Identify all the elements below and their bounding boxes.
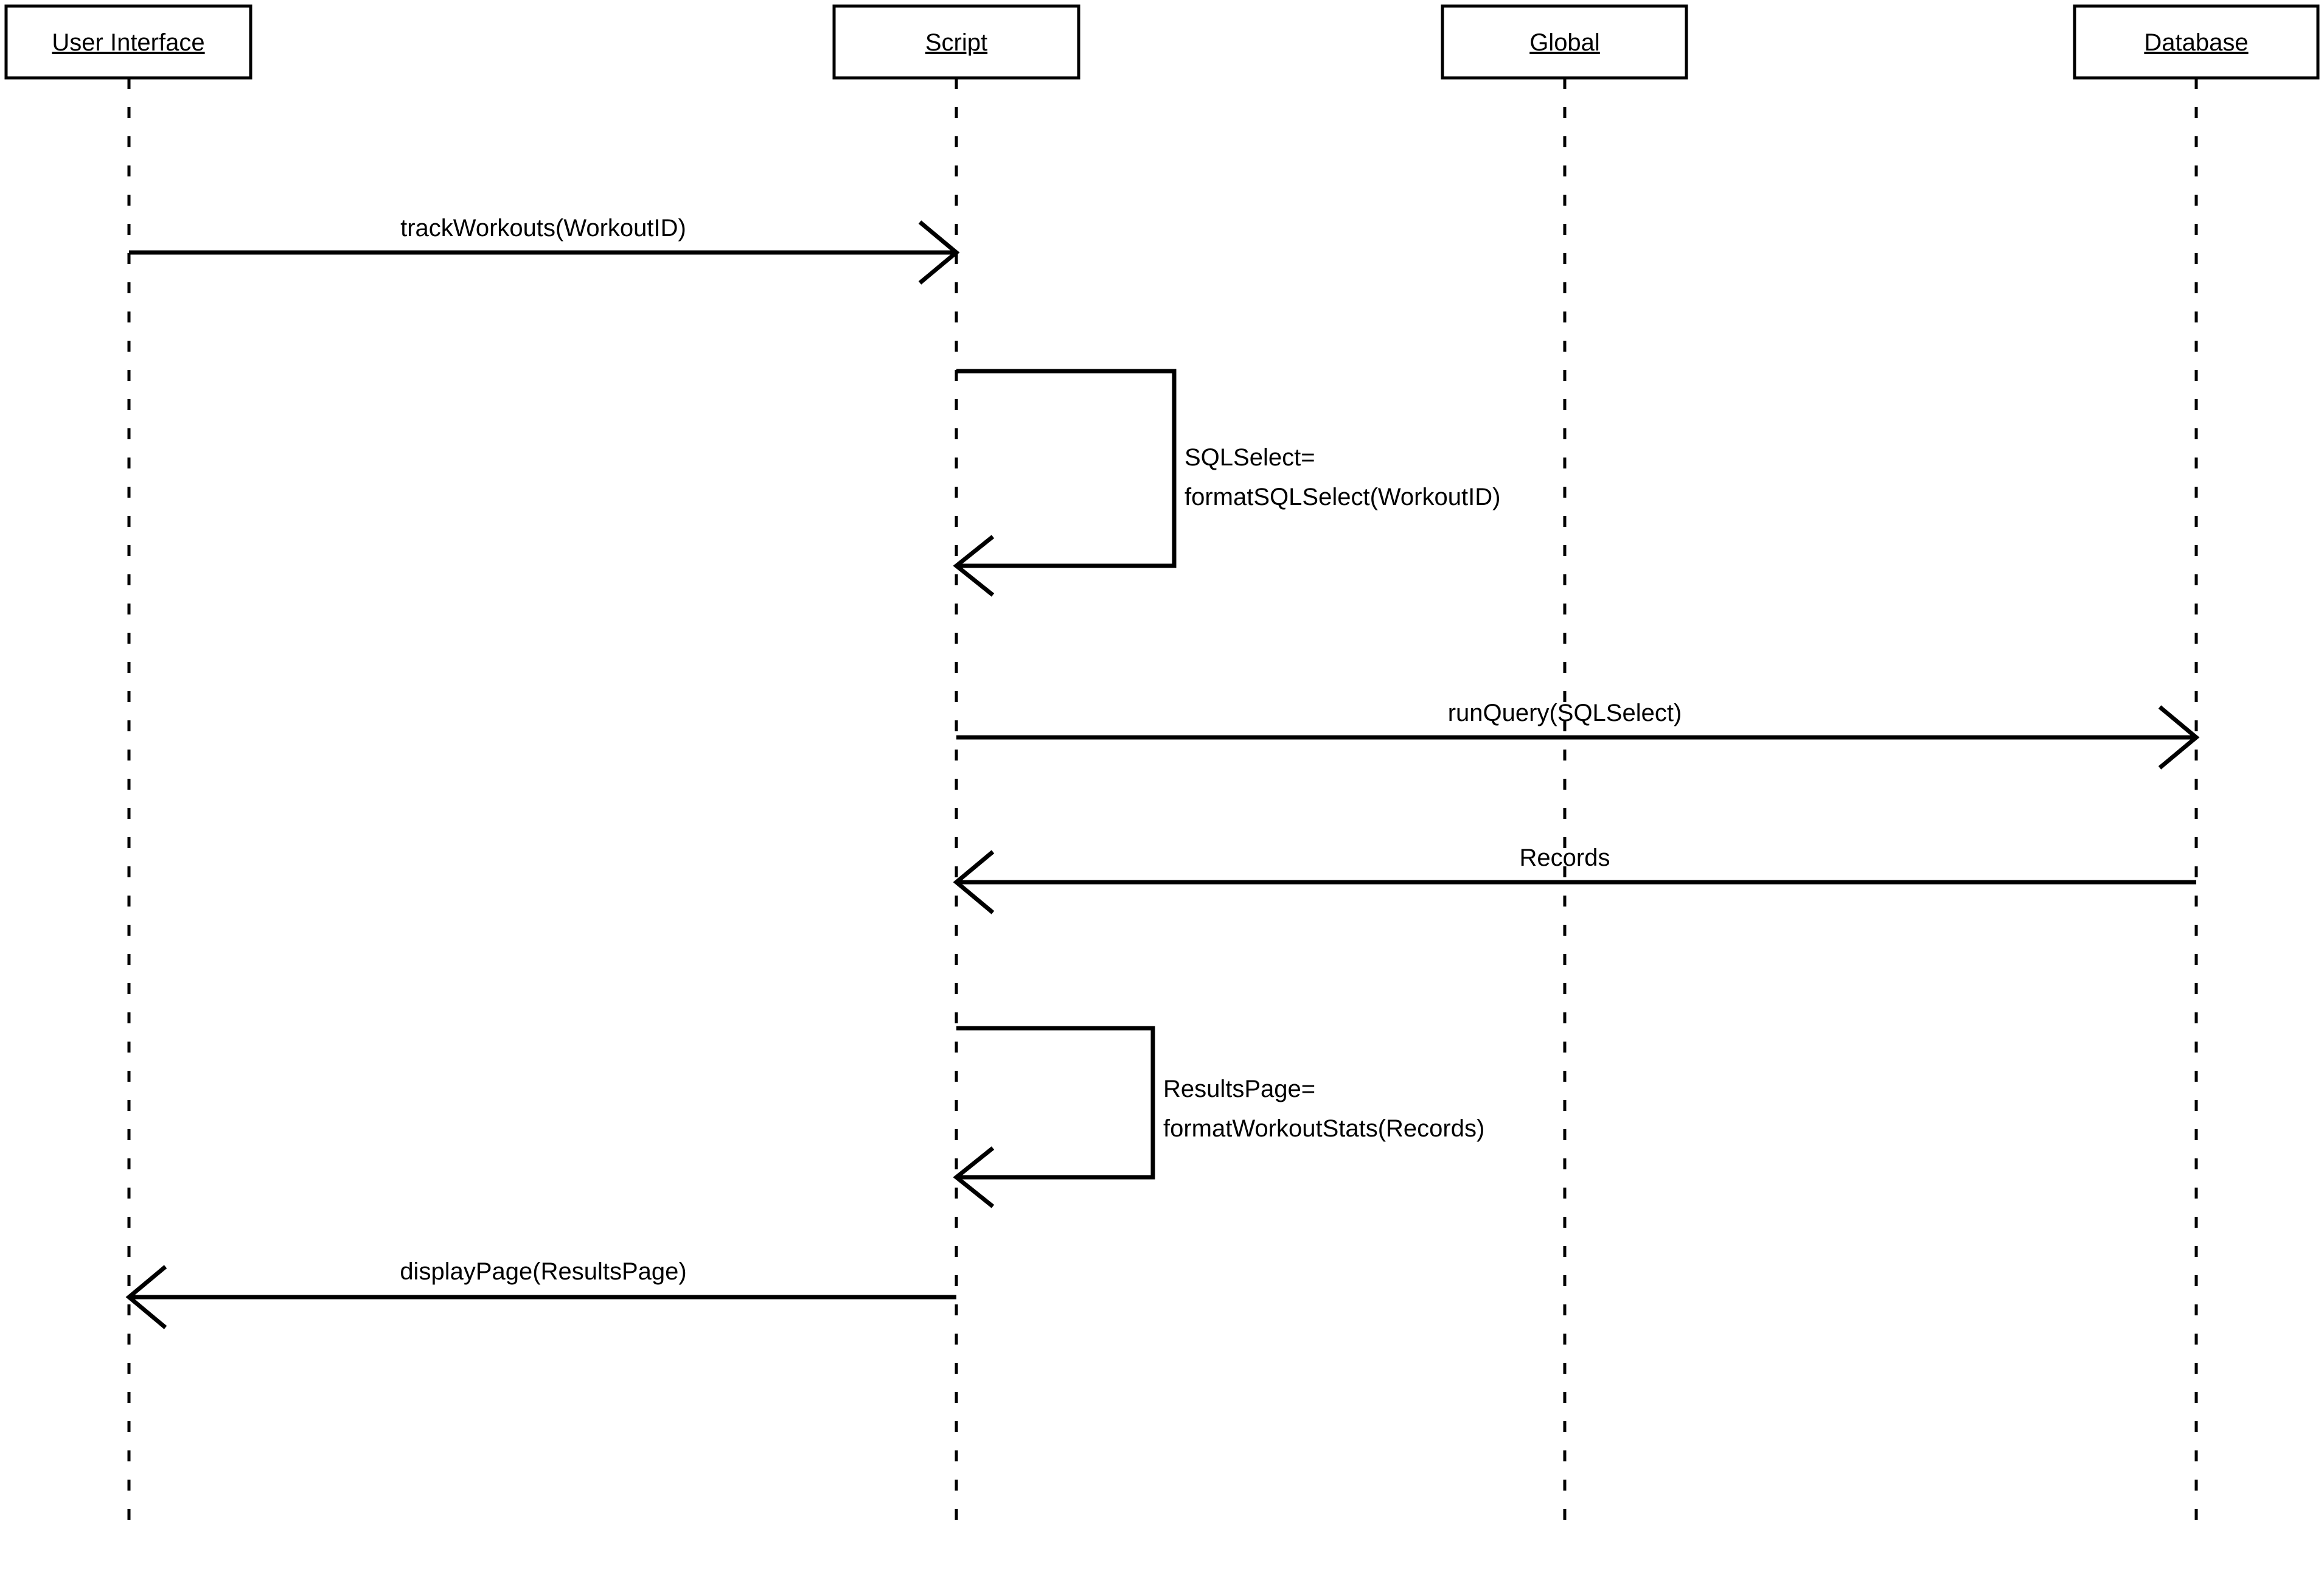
lifeline-header-user-interface[interactable]: User Interface — [4, 4, 252, 80]
lifeline-header-global[interactable]: Global — [1441, 4, 1688, 80]
self-call-format-sql-select[interactable]: SQLSelect= formatSQLSelect(WorkoutID) — [953, 369, 1500, 597]
lifeline-box-database — [2073, 4, 2320, 80]
lifeline-header-database[interactable]: Database — [2073, 4, 2320, 80]
lifeline-box-user-interface — [4, 4, 252, 80]
self-call-label-line2-format-workout-stats: formatWorkoutStats(Records) — [1163, 1115, 1484, 1142]
message-records[interactable]: Records — [953, 844, 2196, 914]
message-track-workouts[interactable]: trackWorkouts(WorkoutID) — [129, 215, 960, 285]
message-label-track-workouts: trackWorkouts(WorkoutID) — [400, 215, 686, 242]
arrow-head-display-page — [125, 1265, 167, 1329]
self-call-path-format-workout-stats — [956, 1026, 1155, 1180]
message-label-records: Records — [1520, 844, 1610, 871]
self-call-label-line1-format-sql-select: SQLSelect= — [1185, 444, 1315, 471]
self-call-format-workout-stats[interactable]: ResultsPage= formatWorkoutStats(Records) — [953, 1026, 1484, 1208]
arrow-head-format-sql-select — [953, 535, 995, 597]
self-call-label-line1-format-workout-stats: ResultsPage= — [1163, 1076, 1315, 1102]
arrow-head-track-workouts — [918, 220, 960, 285]
arrow-head-run-query — [2158, 705, 2200, 770]
message-label-display-page: displayPage(ResultsPage) — [400, 1258, 686, 1285]
message-display-page[interactable]: displayPage(ResultsPage) — [125, 1258, 956, 1329]
lifeline-label-script: Script — [925, 29, 987, 56]
lifeline-box-script — [832, 4, 1080, 80]
lifeline-label-user-interface: User Interface — [52, 29, 204, 56]
message-run-query[interactable]: runQuery(SQLSelect) — [956, 700, 2200, 770]
lifeline-header-script[interactable]: Script — [832, 4, 1080, 80]
lifeline-label-global: Global — [1529, 29, 1600, 56]
arrow-head-records — [953, 850, 995, 914]
self-call-path-format-sql-select — [956, 369, 1177, 568]
message-label-run-query: runQuery(SQLSelect) — [1448, 700, 1682, 726]
lifeline-label-database: Database — [2144, 29, 2248, 56]
arrow-head-format-workout-stats — [953, 1146, 995, 1208]
self-call-label-line2-format-sql-select: formatSQLSelect(WorkoutID) — [1185, 484, 1500, 510]
